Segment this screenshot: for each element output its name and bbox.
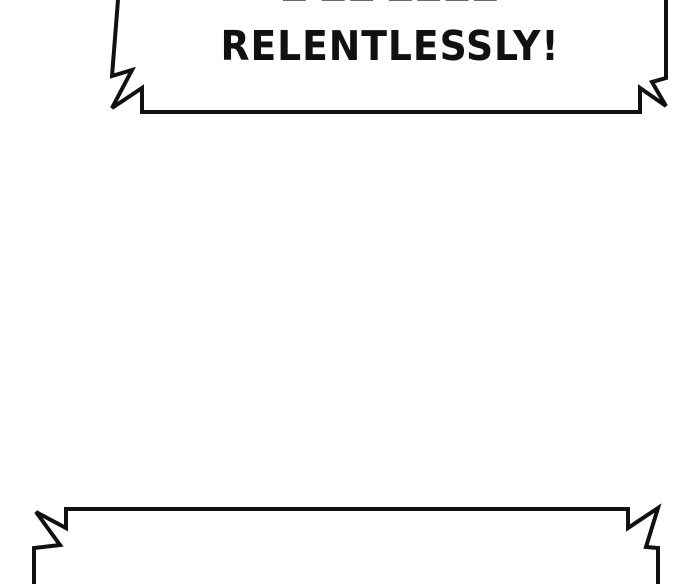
- top-speech-bubble: [109, 0, 668, 114]
- cut-off-text: ▬ ▬▬ ▬▬▬▬: [142, 0, 638, 11]
- speech-text: RELENTLESSLY!: [220, 22, 560, 70]
- bottom-speech-bubble: [32, 503, 662, 584]
